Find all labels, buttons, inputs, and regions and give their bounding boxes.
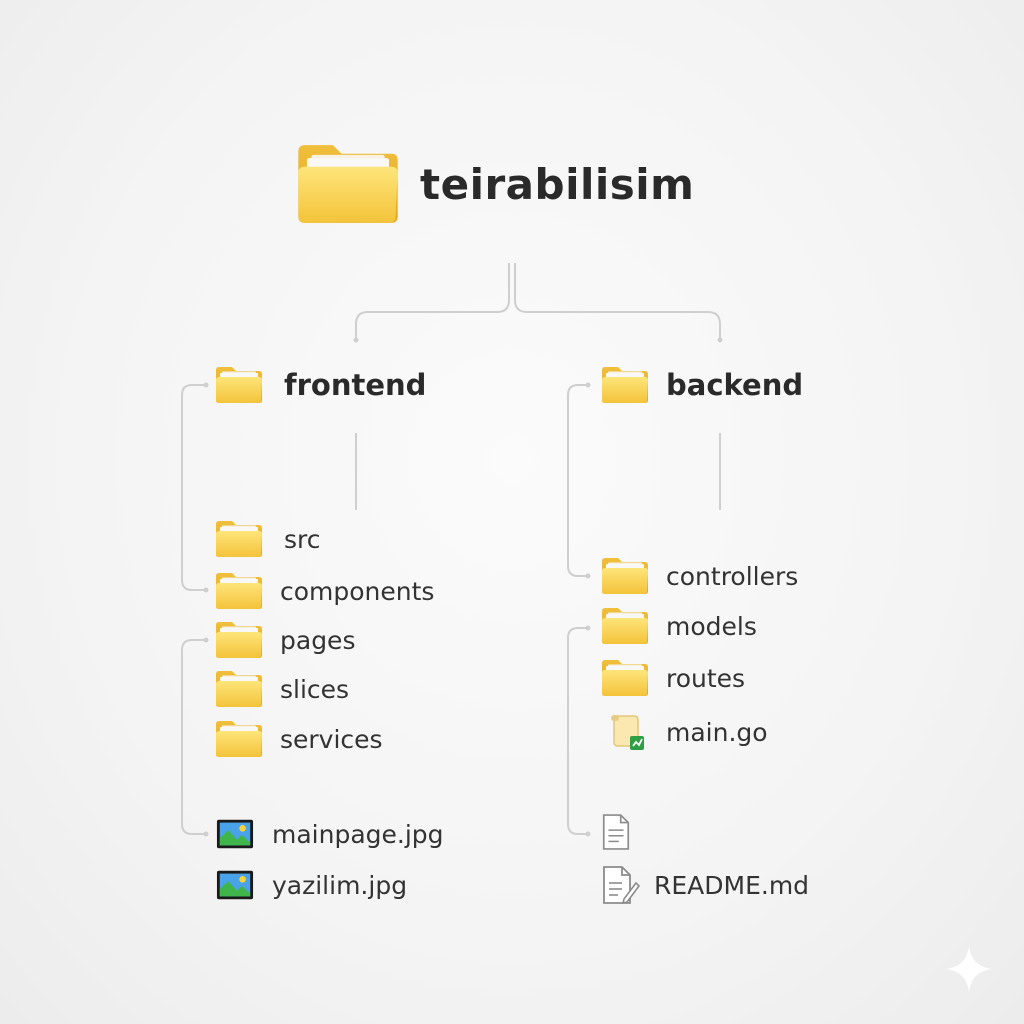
folder-icon (214, 571, 264, 611)
backend-folder[interactable]: backend (600, 364, 803, 406)
root-folder-label: teirabilisim (420, 159, 695, 209)
folder-label: controllers (666, 561, 799, 591)
folder-label: routes (666, 663, 746, 693)
folder-item-models[interactable]: models (600, 606, 757, 646)
folder-icon (600, 364, 650, 406)
image-file-icon (216, 869, 254, 901)
folder-item-components[interactable]: components (214, 571, 434, 611)
folder-icon (214, 719, 264, 759)
folder-item-routes[interactable]: routes (600, 658, 745, 698)
folder-item-pages[interactable]: pages (214, 620, 355, 660)
folder-icon (600, 556, 650, 596)
document-icon (600, 813, 632, 851)
folder-icon (214, 669, 264, 709)
file-item-yazilim[interactable]: yazilim.jpg (216, 869, 407, 901)
image-file-icon (216, 818, 254, 850)
folder-label: models (666, 611, 757, 641)
file-label: README.md (654, 870, 810, 900)
folder-item-slices[interactable]: slices (214, 669, 349, 709)
folder-label: pages (280, 625, 356, 655)
folder-item-services[interactable]: services (214, 719, 383, 759)
folder-icon (214, 364, 264, 406)
folder-label: services (280, 724, 383, 754)
file-item-readme[interactable]: README.md (600, 865, 809, 905)
folder-item-src[interactable]: src (214, 519, 321, 559)
folder-label: src (284, 524, 321, 554)
frontend-folder-label: frontend (284, 368, 427, 402)
root-folder[interactable]: teirabilisim (294, 140, 694, 228)
folder-icon (600, 658, 650, 698)
file-item-document[interactable] (600, 813, 650, 851)
file-item-mainpage[interactable]: mainpage.jpg (216, 818, 444, 850)
markdown-file-icon (600, 865, 640, 905)
folder-icon (294, 140, 402, 228)
folder-label: components (280, 576, 435, 606)
file-item-main-go[interactable]: main.go (606, 712, 768, 752)
frontend-folder[interactable]: frontend (214, 364, 426, 406)
file-label: main.go (666, 717, 768, 747)
file-label: yazilim.jpg (272, 870, 408, 900)
folder-icon (600, 606, 650, 646)
folder-label: slices (280, 674, 350, 704)
go-file-icon (606, 712, 646, 752)
sparkle-icon (944, 944, 994, 998)
backend-folder-label: backend (666, 368, 804, 402)
folder-icon (214, 519, 264, 559)
folder-icon (214, 620, 264, 660)
folder-item-controllers[interactable]: controllers (600, 556, 798, 596)
file-label: mainpage.jpg (272, 819, 444, 849)
